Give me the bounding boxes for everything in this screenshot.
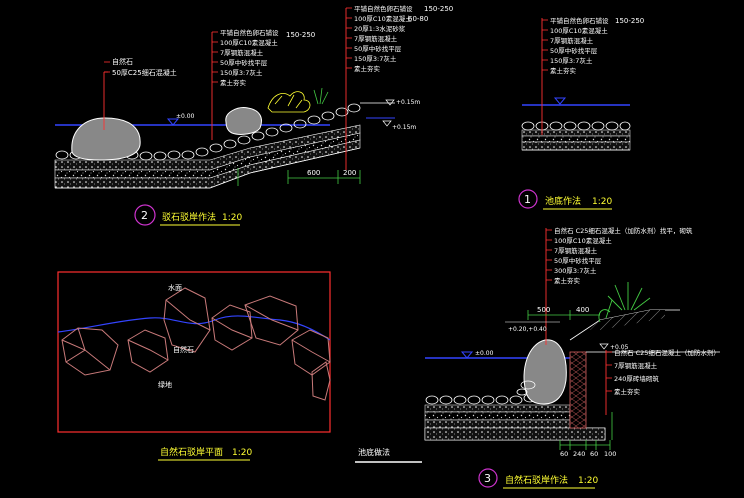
detail2-dim-600: 600 <box>307 169 320 177</box>
detail1-pebbles <box>521 121 631 131</box>
detail3-number: 3 <box>484 472 491 485</box>
detail2-dim-200: 200 <box>343 169 356 177</box>
detail1-layer-concrete <box>521 129 631 137</box>
detail3-dim-400: 400 <box>576 306 589 314</box>
detail3-top-layer-3: 7厚钢筋混凝土 <box>554 246 598 255</box>
detail2-grass <box>313 87 329 105</box>
detail2-level-water: ±0.00 <box>176 113 195 120</box>
detail2-water-level-marker <box>166 118 180 126</box>
pool-bottom-label: 池底做法 <box>358 447 390 457</box>
detail2-dim-mid: 150-250 <box>286 31 315 39</box>
detail3-right-layer-3: 240厚砖墙砌筑 <box>614 374 659 383</box>
detail3-dim-bottom-3: 60 <box>590 450 598 458</box>
detail3-right-layer-4: 素土夯实 <box>614 387 641 396</box>
detail2-top-layer-6: 150厚3:7灰土 <box>354 54 397 63</box>
detail1-layer-soil <box>521 141 631 151</box>
detail2-level-bottom: +0.15m <box>392 124 416 131</box>
detail3-top-layer-6: 素土夯实 <box>554 276 581 285</box>
detail3-dim-bottom-1: 60 <box>560 450 568 458</box>
detail2-rock-note-2: 50厚C25细石混凝土 <box>112 68 177 77</box>
detail3-bottom-dimension <box>559 412 613 450</box>
detail2-level-top: +0.15m <box>396 99 420 106</box>
detail3-top-layer-5: 300厚3:7灰土 <box>554 266 597 275</box>
plan-label-green: 绿地 <box>158 380 172 389</box>
detail1-layer-gravel <box>521 135 631 143</box>
detail2-title: 驳石驳岸作法 <box>162 211 216 223</box>
detail2-leaders <box>103 8 347 170</box>
detail2-mid-layer-4: 50厚中砂找平层 <box>220 58 268 67</box>
detail1-dim: 150-250 <box>615 17 644 25</box>
detail1-layer-2: 100厚C10素混凝土 <box>550 26 608 35</box>
detail3-dim-bottom-4: 100 <box>604 450 616 458</box>
plan-title: 自然石驳岸平面 <box>160 446 223 458</box>
detail2-scale: 1:20 <box>222 213 242 223</box>
detail2-mid-layer-2: 100厚C10素混凝土 <box>220 38 278 47</box>
detail2-rock-large <box>71 117 141 161</box>
detail2-dimension-line <box>237 168 361 186</box>
detail3-ground-hatch <box>590 310 665 330</box>
detail2-dim-top-1: 150-250 <box>424 5 453 13</box>
plan-view: 水面 自然石 绿地 自然石驳岸平面 1:20 <box>57 271 331 461</box>
plan-label-stone: 自然石 <box>173 345 194 354</box>
detail2-mid-layer-6: 素土夯实 <box>220 78 247 87</box>
detail2-top-layer-7: 素土夯实 <box>354 64 381 73</box>
detail3-top-layer-4: 50厚中砂找平层 <box>554 256 602 265</box>
detail3-pebbles <box>425 393 537 405</box>
detail1-number: 1 <box>524 193 531 206</box>
detail3-dim-500: 500 <box>537 306 550 314</box>
detail1-layer-1: 平铺自然色卵石铺设 <box>550 16 609 25</box>
detail1-scale: 1:20 <box>592 197 612 207</box>
detail2-top-layer-2: 100厚C10素混凝土 <box>354 14 412 23</box>
detail2-leader-ticks <box>104 7 352 83</box>
detail3-level-water: ±0.00 <box>475 350 494 357</box>
detail2-top-layer-4: 7厚钢筋混凝土 <box>354 34 398 43</box>
detail3-section: ±0.00 自然石 C <box>424 226 720 489</box>
detail1-number-circle <box>518 189 538 209</box>
plan-scale: 1:20 <box>232 448 252 458</box>
detail1-title: 池底作法 <box>545 195 581 207</box>
detail2-top-layer-3: 20厚1:3水泥砂浆 <box>354 24 406 33</box>
detail1-section: 平铺自然色卵石铺设 100厚C10素混凝土 7厚钢筋混凝土 50厚中砂找平层 1… <box>518 16 644 210</box>
plan-water-edge <box>57 315 331 341</box>
detail2-mid-layer-1: 平铺自然色卵石铺设 <box>220 28 279 37</box>
detail2-shrub <box>267 91 311 113</box>
detail3-plants <box>598 282 651 323</box>
detail2-dim-top-2: 60-80 <box>408 15 428 23</box>
detail3-level-ground: +0.20,+0.40 <box>508 326 547 333</box>
detail3-scale: 1:20 <box>578 476 598 486</box>
detail2-number-circle <box>134 204 156 226</box>
detail3-title: 自然石驳岸作法 <box>505 474 568 486</box>
detail2-mid-layer-5: 150厚3:7灰土 <box>220 68 263 77</box>
detail3-right-layer-1: 自然石 C25细石混凝土（加防水剂） <box>614 348 720 357</box>
detail3-level-wall: +0.05 <box>610 344 629 351</box>
detail3-top-dimension <box>527 310 600 320</box>
detail3-brick-wall <box>569 351 587 429</box>
detail2-section: ±0.00 <box>54 4 453 226</box>
detail1-layer-4: 50厚中砂找平层 <box>550 46 598 55</box>
detail2-top-layer-5: 50厚中砂找平层 <box>354 44 402 53</box>
plan-label-water: 水面 <box>168 283 182 292</box>
detail3-dim-bottom-2: 240 <box>573 450 585 458</box>
detail1-layer-3: 7厚钢筋混凝土 <box>550 36 594 45</box>
detail3-top-layer-2: 100厚C10素混凝土 <box>554 236 612 245</box>
detail2-rock-note-1: 自然石 <box>112 57 133 66</box>
detail2-top-layer-1: 平铺自然色卵石铺设 <box>354 4 413 13</box>
detail3-top-layer-1: 自然石 C25细石混凝土（加防水剂）找平，砌筑 <box>554 226 693 235</box>
detail1-layer-6: 素土夯实 <box>550 66 577 75</box>
detail3-right-layer-2: 7厚钢筋混凝土 <box>614 361 658 370</box>
detail1-layer-5: 150厚3:7灰土 <box>550 56 593 65</box>
detail2-number: 2 <box>141 209 148 222</box>
plan-frame <box>57 271 331 433</box>
detail3-rock <box>523 339 567 405</box>
detail2-rock-small <box>225 107 262 135</box>
detail3-number-circle <box>478 468 498 488</box>
detail2-mid-layer-3: 7厚钢筋混凝土 <box>220 48 264 57</box>
plan-stones <box>61 287 331 401</box>
